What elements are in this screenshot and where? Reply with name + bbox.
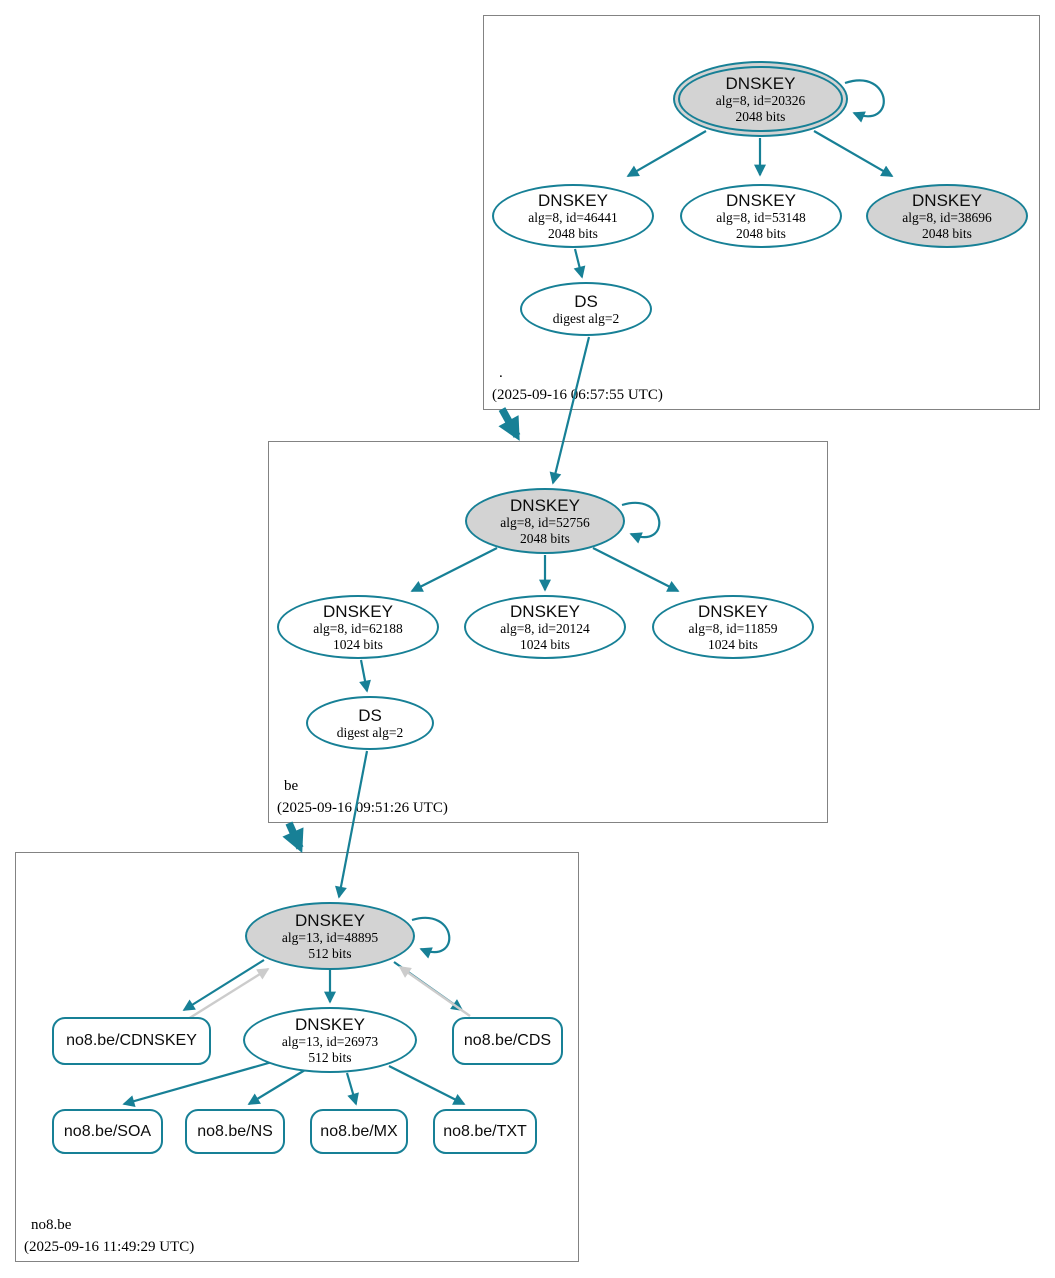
- dnskey-node-ksk-48895: DNSKEY alg=13, id=48895 512 bits: [245, 902, 415, 970]
- rrset-label: no8.be/TXT: [443, 1122, 527, 1140]
- node-digest: digest alg=2: [552, 310, 620, 326]
- node-bits: 2048 bits: [736, 225, 786, 241]
- rrset-node-cds: no8.be/CDS: [452, 1017, 563, 1065]
- zone-timestamp-root: (2025-09-16 06:57:55 UTC): [492, 387, 663, 403]
- node-alg-id: alg=8, id=20124: [500, 620, 590, 636]
- zone-label-no8be: no8.be: [31, 1217, 72, 1233]
- node-title: DNSKEY: [295, 1014, 365, 1034]
- rrset-node-cdnskey: no8.be/CDNSKEY: [52, 1017, 211, 1065]
- dnskey-node-46441: DNSKEY alg=8, id=46441 2048 bits: [492, 184, 654, 248]
- node-alg-id: alg=8, id=46441: [528, 209, 618, 225]
- node-alg-id: alg=13, id=26973: [281, 1033, 379, 1049]
- zone-label-root: .: [499, 365, 503, 381]
- node-title: DNSKEY: [538, 190, 608, 210]
- node-bits: 2048 bits: [922, 225, 972, 241]
- dnskey-node-ksk-20326: DNSKEY alg=8, id=20326 2048 bits: [673, 61, 848, 137]
- dnskey-node-62188: DNSKEY alg=8, id=62188 1024 bits: [277, 595, 439, 659]
- node-bits: 2048 bits: [548, 225, 598, 241]
- node-alg-id: alg=8, id=11859: [688, 620, 778, 636]
- zone-box-no8be: no8.be (2025-09-16 11:49:29 UTC): [15, 852, 579, 1262]
- rrset-label: no8.be/CDS: [463, 1032, 552, 1049]
- node-title: DNSKEY: [698, 601, 768, 621]
- node-title: DNSKEY: [725, 73, 796, 93]
- rrset-node-mx: no8.be/MX: [310, 1109, 408, 1154]
- node-title: DNSKEY: [912, 190, 982, 210]
- node-bits: 2048 bits: [735, 108, 786, 124]
- zone-timestamp-be: (2025-09-16 09:51:26 UTC): [277, 800, 448, 816]
- rrset-label: no8.be/CDNSKEY: [66, 1032, 197, 1049]
- node-bits: 1024 bits: [708, 636, 758, 652]
- dnskey-node-26973: DNSKEY alg=13, id=26973 512 bits: [243, 1007, 417, 1073]
- node-bits: 512 bits: [308, 1049, 352, 1065]
- rrset-node-txt: no8.be/TXT: [433, 1109, 537, 1154]
- ds-node-be: DS digest alg=2: [306, 696, 434, 750]
- node-alg-id: alg=8, id=53148: [716, 209, 806, 225]
- node-title: DNSKEY: [510, 601, 580, 621]
- edge-be-to-no8be-delegation-thick: [282, 821, 304, 854]
- node-title: DNSKEY: [726, 190, 796, 210]
- dnskey-node-53148: DNSKEY alg=8, id=53148 2048 bits: [680, 184, 842, 248]
- dnskey-node-20124: DNSKEY alg=8, id=20124 1024 bits: [464, 595, 626, 659]
- node-title: DS: [358, 705, 382, 725]
- zone-label-be: be: [284, 778, 299, 794]
- dnskey-node-ksk-52756: DNSKEY alg=8, id=52756 2048 bits: [465, 488, 625, 554]
- node-bits: 2048 bits: [520, 530, 570, 546]
- rrset-label: no8.be/NS: [197, 1122, 273, 1140]
- zone-timestamp-no8be: (2025-09-16 11:49:29 UTC): [24, 1239, 195, 1255]
- rrset-node-soa: no8.be/SOA: [52, 1109, 163, 1154]
- dnskey-node-11859: DNSKEY alg=8, id=11859 1024 bits: [652, 595, 814, 659]
- node-alg-id: alg=8, id=20326: [715, 92, 806, 108]
- node-alg-id: alg=8, id=38696: [902, 209, 992, 225]
- node-title: DS: [574, 291, 598, 311]
- node-title: DNSKEY: [323, 601, 393, 621]
- dnskey-node-38696: DNSKEY alg=8, id=38696 2048 bits: [866, 184, 1028, 248]
- node-title: DNSKEY: [295, 910, 365, 930]
- node-bits: 1024 bits: [333, 636, 383, 652]
- node-bits: 1024 bits: [520, 636, 570, 652]
- node-alg-id: alg=13, id=48895: [281, 929, 379, 945]
- node-alg-id: alg=8, id=52756: [500, 514, 590, 530]
- node-digest: digest alg=2: [336, 724, 404, 740]
- edge-root-to-be-delegation-thick: [498, 407, 521, 441]
- ds-node-root: DS digest alg=2: [520, 282, 652, 336]
- rrset-node-ns: no8.be/NS: [185, 1109, 285, 1154]
- rrset-label: no8.be/SOA: [63, 1122, 152, 1140]
- rrset-label: no8.be/MX: [320, 1122, 398, 1140]
- node-alg-id: alg=8, id=62188: [313, 620, 403, 636]
- node-title: DNSKEY: [510, 495, 580, 515]
- node-bits: 512 bits: [308, 945, 352, 961]
